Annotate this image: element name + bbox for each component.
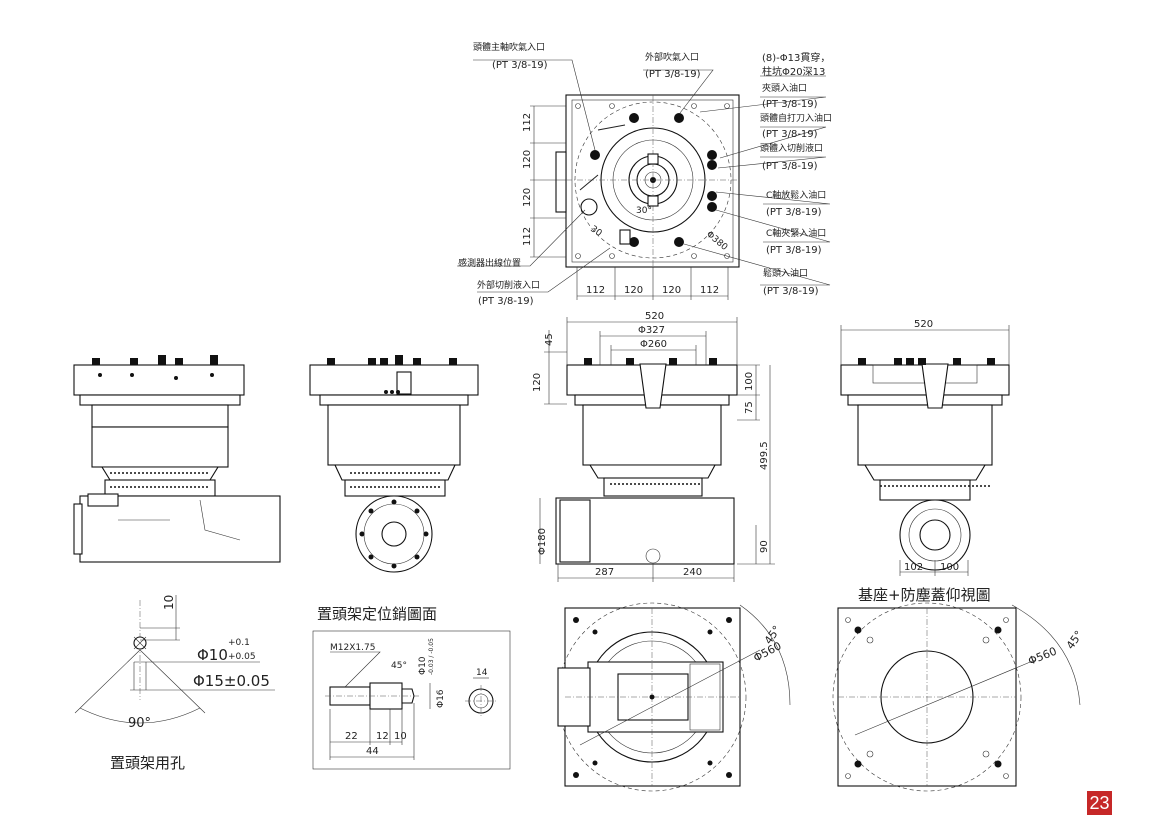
dim-h4995: 499.5 [759,441,770,470]
pin-l10: 10 [394,731,407,742]
pin-l44: 44 [366,746,379,757]
dim-angle30: 30° [636,206,652,216]
label-ext-blow-in: 外部吹氣入口 [645,51,699,63]
base-angle45: 45° [1064,628,1086,651]
label-c-clamp-in: C軸夾緊入油口 [766,227,826,239]
label-tool-release-in: 頭體自打刀入油口 [760,112,832,124]
label-tool-release-spec: (PT 3/8-19) [762,129,818,140]
dim-h4: 112 [700,285,719,296]
dim-h2: 120 [624,285,643,296]
side-block [555,151,567,213]
label-counterbore: 柱坑Φ20深13 [762,65,825,78]
label-ext-coolant-spec: (PT 3/8-19) [478,296,534,307]
hole-angle: 90° [128,716,151,731]
top-view [457,59,831,300]
pin-w14: 14 [476,668,488,678]
base-d560: Φ560 [1026,645,1058,668]
front-head-view [309,355,479,573]
label-unclamp-oil-in: 鬆頭入油口 [763,267,808,279]
hole-detail [74,595,275,724]
pin-title: 置頭架定位銷圖面 [317,605,437,623]
bottom-view [557,602,791,792]
pin-thread: M12X1.75 [330,643,375,653]
pin-l12: 12 [376,731,389,742]
pin-l22: 22 [345,731,358,742]
left-side-view [73,355,281,563]
base-view [832,602,1081,792]
dim-v4: 112 [522,227,533,246]
label-ext-blow-spec: (PT 3/8-19) [645,69,701,80]
label-sensor-outlet: 感測器出線位置 [458,257,521,269]
dim-w520-side: 520 [914,319,933,330]
dim-w287: 287 [595,567,614,578]
pin-dia10: Φ10 [418,656,428,675]
label-unclamp-oil-spec: (PT 3/8-19) [763,286,819,297]
label-through-holes: (8)-Φ13貫穿， [762,51,830,64]
dim-v3: 120 [522,188,533,207]
dim-h90: 90 [759,540,770,553]
dim-h1: 112 [586,285,605,296]
dim-w102: 102 [904,562,923,573]
label-head-coolant-spec: (PT 3/8-19) [762,161,818,172]
pin-tol: -0.03 / -0.05 [428,638,435,675]
dim-w100: 100 [940,562,959,573]
label-c-clamp-spec: (PT 3/8-19) [766,245,822,256]
hole-tol-lower: +0.05 [228,652,256,662]
label-head-blow-in: 頭體主軸吹氣入口 [473,41,545,53]
label-clamp-oil-spec: (PT 3/8-19) [762,99,818,110]
pin-detail [312,630,511,770]
label-c-release-spec: (PT 3/8-19) [766,207,822,218]
dim-d180: Φ180 [537,528,548,555]
dim-w240: 240 [683,567,702,578]
hole-dim-10: 10 [162,595,176,610]
page-number-badge: 23 [1087,791,1112,815]
hole-dia10: Φ10 [197,646,228,664]
dim-w520-front: 520 [645,311,664,322]
label-head-blow-spec: (PT 3/8-19) [492,60,548,71]
dim-v1: 112 [522,113,533,132]
dim-d327: Φ327 [638,325,665,336]
dim-h75: 75 [744,401,755,414]
dim-h3: 120 [662,285,681,296]
hole-tol-upper: +0.1 [228,638,250,648]
pin-dia16: Φ16 [436,689,446,708]
pin-chamfer: 45° [391,661,407,671]
label-clamp-oil-in: 夾頭入油口 [762,82,807,94]
bottom-angle45: 45° [762,623,784,646]
dim-h100: 100 [744,372,755,391]
dim-h45: 45 [544,333,555,346]
right-side-view [840,325,1010,576]
hole-dia15: Φ15±0.05 [193,672,270,690]
hole-caption: 置頭架用孔 [110,754,185,772]
front-dimensioned-view [539,317,775,582]
dim-d260: Φ260 [640,339,667,350]
base-title: 基座+防塵蓋仰視圖 [858,586,991,604]
dim-h120: 120 [532,373,543,392]
label-c-release-in: C軸放鬆入油口 [766,189,826,201]
label-head-coolant-in: 頭體入切削液口 [760,142,823,154]
dim-v2: 120 [522,150,533,169]
label-ext-coolant-in: 外部切削液入口 [477,279,540,291]
